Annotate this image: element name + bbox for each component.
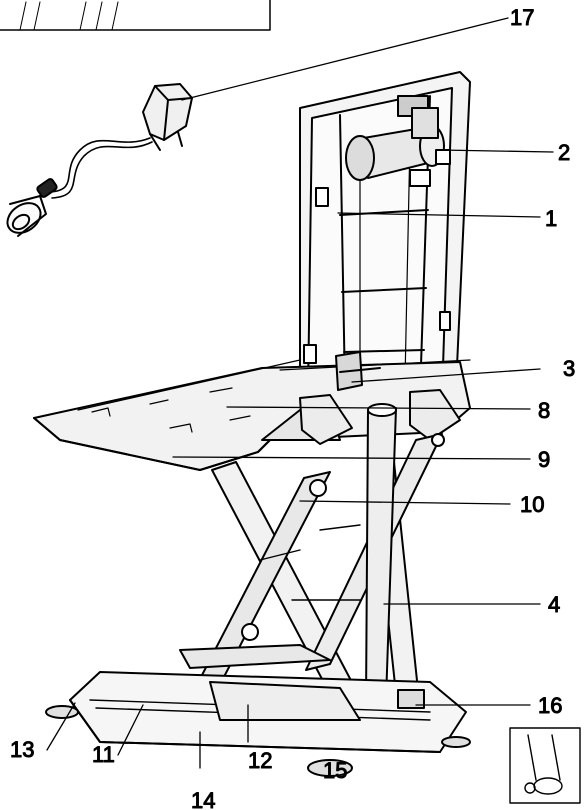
callout-9: 9 <box>538 447 550 472</box>
inset-frame-top-left <box>0 0 271 31</box>
callout-12: 12 <box>248 748 272 773</box>
callout-4: 4 <box>548 592 560 617</box>
callout-13: 13 <box>10 737 34 762</box>
leader-17 <box>181 17 509 101</box>
callout-2: 2 <box>558 140 570 165</box>
base-frame-icon <box>45 644 471 777</box>
callout-labels: 17 2 1 3 8 9 10 4 16 13 11 14 12 15 <box>10 5 576 810</box>
callout-10: 10 <box>520 492 544 517</box>
backrest-icon <box>299 71 471 411</box>
leader-3 <box>351 368 541 383</box>
seat-mount-icon <box>261 351 461 445</box>
power-supply-icon <box>6 83 193 237</box>
leader-9 <box>172 456 531 460</box>
callout-1: 1 <box>545 206 557 231</box>
seat-plate-icon <box>33 359 471 471</box>
leader-8 <box>226 406 531 410</box>
callout-16: 16 <box>538 693 562 718</box>
callout-11: 11 <box>92 742 115 767</box>
leader-10 <box>299 500 511 505</box>
callout-8: 8 <box>538 398 550 423</box>
leader-13 <box>46 702 76 751</box>
leader-1 <box>337 212 541 218</box>
callout-17: 17 <box>510 5 534 30</box>
inset-detail-bottom-right <box>509 727 581 804</box>
callout-14: 14 <box>191 788 215 810</box>
leader-11 <box>117 704 144 756</box>
callout-leaders <box>46 17 554 769</box>
lift-column-icon <box>361 403 397 707</box>
leader-2 <box>439 149 554 153</box>
callout-3: 3 <box>563 356 575 381</box>
callout-15: 15 <box>323 758 347 783</box>
